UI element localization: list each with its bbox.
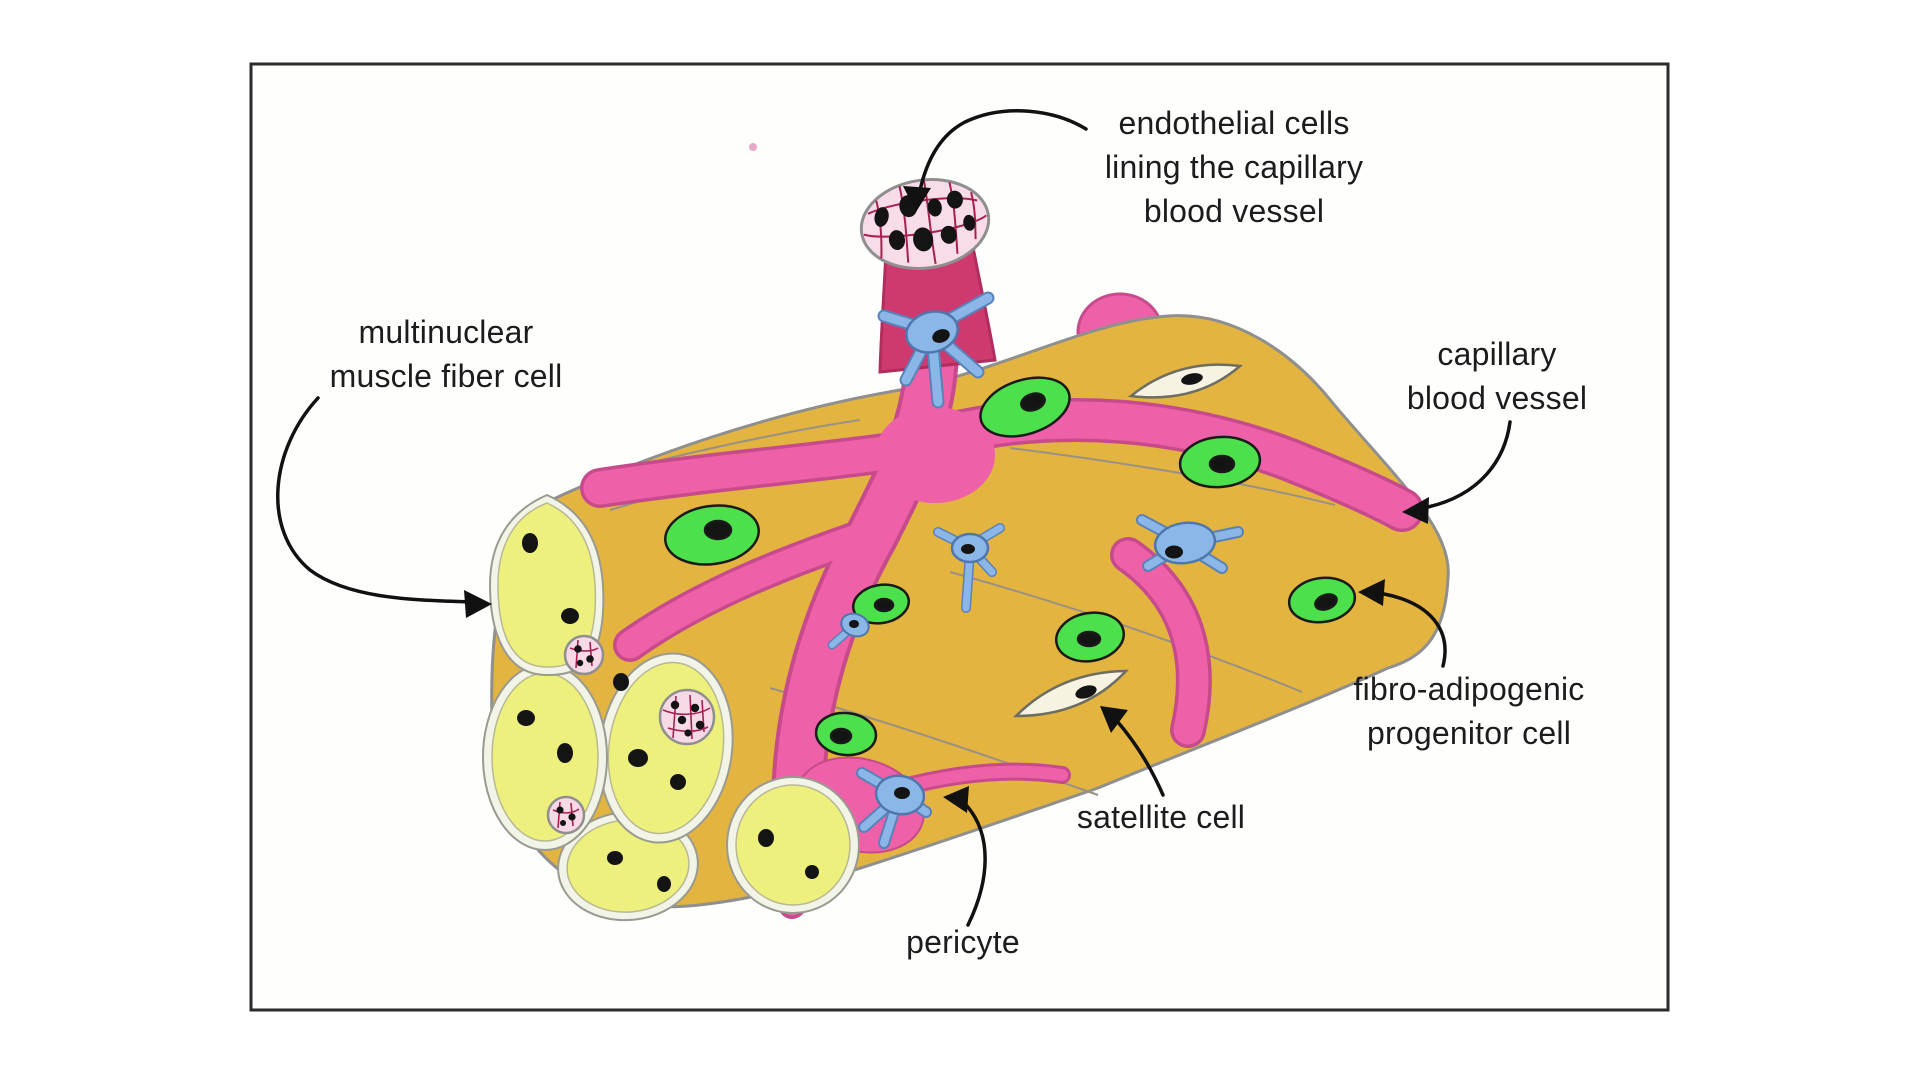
cell-nucleus <box>1208 454 1236 474</box>
cell-nucleus <box>1165 545 1183 559</box>
cell-nucleus <box>873 597 895 613</box>
fiber-cut-face <box>726 776 860 914</box>
cell-nucleus <box>1076 630 1102 648</box>
cell-nucleus <box>703 519 733 541</box>
fap-cell <box>979 376 1071 438</box>
fap-cell <box>1287 576 1357 624</box>
fap-cell <box>1178 435 1262 489</box>
fap-cell <box>664 504 760 566</box>
capillary-cross-section <box>658 688 716 746</box>
endothelial-nuclei <box>874 190 976 252</box>
cell-nucleus <box>849 620 859 628</box>
satellite-cell-shape <box>1127 363 1243 399</box>
arrow-fap <box>1382 592 1447 668</box>
stray-pink-dot <box>749 143 757 151</box>
pericyte-cell <box>877 291 995 409</box>
endothelial-cross-section <box>859 178 991 270</box>
fiber-cut-face <box>482 663 608 851</box>
fap-cell <box>1055 611 1125 663</box>
label-capillary-blood-vessel: capillary blood vessel <box>1406 336 1588 416</box>
small-capillary-cross-sections <box>546 634 716 835</box>
cell-nucleus <box>829 727 853 745</box>
pericyte-cells <box>827 291 1244 849</box>
fap-cell <box>814 711 878 757</box>
label-pericyte: pericyte <box>906 924 1020 960</box>
fap-cell <box>851 583 911 625</box>
arrow-endothelial <box>917 109 1088 197</box>
cell-nucleus <box>961 544 975 554</box>
cell-nucleus <box>1181 373 1203 385</box>
satellite-cell-shape <box>1012 669 1129 718</box>
satellite-cells <box>1012 363 1243 718</box>
fap-cells <box>664 376 1357 757</box>
pericyte-cell <box>856 767 932 849</box>
label-multinuclear-muscle-fiber-cell: multinuclear muscle fiber cell <box>329 314 563 394</box>
arrow-multinuclear <box>276 396 472 604</box>
arrow-pericyte <box>965 804 987 927</box>
label-satellite-cell: satellite cell <box>1076 799 1246 835</box>
arrow-capillary <box>1426 420 1512 509</box>
cell-nucleus <box>1075 685 1097 699</box>
pericyte-cell <box>1136 514 1244 574</box>
leader-arrows <box>276 109 1512 927</box>
label-fibro-adipogenic-progenitor-cell: fibro-adipogenic progenitor cell <box>1353 671 1585 751</box>
label-endothelial-cells: endothelial cells lining the capillary b… <box>1104 105 1364 229</box>
pericyte-cell <box>827 612 870 650</box>
pericyte-cell <box>933 523 1005 613</box>
cell-nucleus <box>932 329 950 343</box>
cell-nucleus <box>1020 392 1046 412</box>
cell-nucleus <box>894 787 910 799</box>
capillary-cross-section <box>546 795 586 835</box>
cut-face-nuclei <box>517 533 819 892</box>
cell-nucleus <box>1314 593 1338 611</box>
capillary-cross-section <box>563 634 605 676</box>
arrow-satellite <box>1115 719 1165 797</box>
